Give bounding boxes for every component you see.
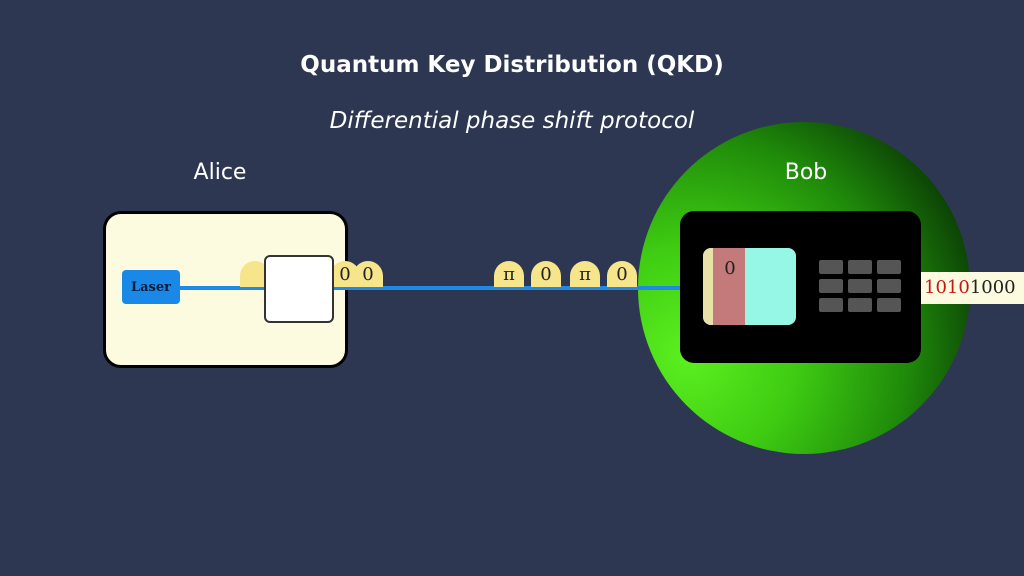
channel-pulse: π <box>570 261 600 287</box>
optical-channel-beam <box>180 286 685 290</box>
key-output-strip: 10101000 <box>921 272 1024 304</box>
keypad-key <box>819 279 843 293</box>
keypad-key <box>877 260 901 274</box>
detector-phase-label: 0 <box>724 258 736 279</box>
bob-detector: 0 <box>703 248 796 325</box>
channel-pulse: π <box>494 261 524 287</box>
laser-source: Laser <box>122 270 180 304</box>
channel-pulse: 0 <box>531 261 561 287</box>
keypad-key <box>819 298 843 312</box>
keypad-key <box>848 298 872 312</box>
key-bits-highlight: 1010 <box>924 277 970 298</box>
keypad-key <box>848 279 872 293</box>
key-bits-rest: 1000 <box>969 277 1016 298</box>
detector-edge <box>703 248 713 325</box>
bob-label: Bob <box>784 160 828 185</box>
detector-band <box>713 248 745 325</box>
pulse-alice-out: 0 <box>353 261 383 287</box>
keypad-key <box>848 260 872 274</box>
diagram-title: Quantum Key Distribution (QKD) <box>300 52 724 78</box>
diagram-subtitle: Differential phase shift protocol <box>329 108 695 134</box>
phase-modulator <box>264 255 334 323</box>
alice-label: Alice <box>193 160 247 185</box>
keypad-key <box>877 279 901 293</box>
bob-keypad <box>819 260 901 312</box>
channel-pulse: 0 <box>607 261 637 287</box>
keypad-key <box>819 260 843 274</box>
keypad-key <box>877 298 901 312</box>
